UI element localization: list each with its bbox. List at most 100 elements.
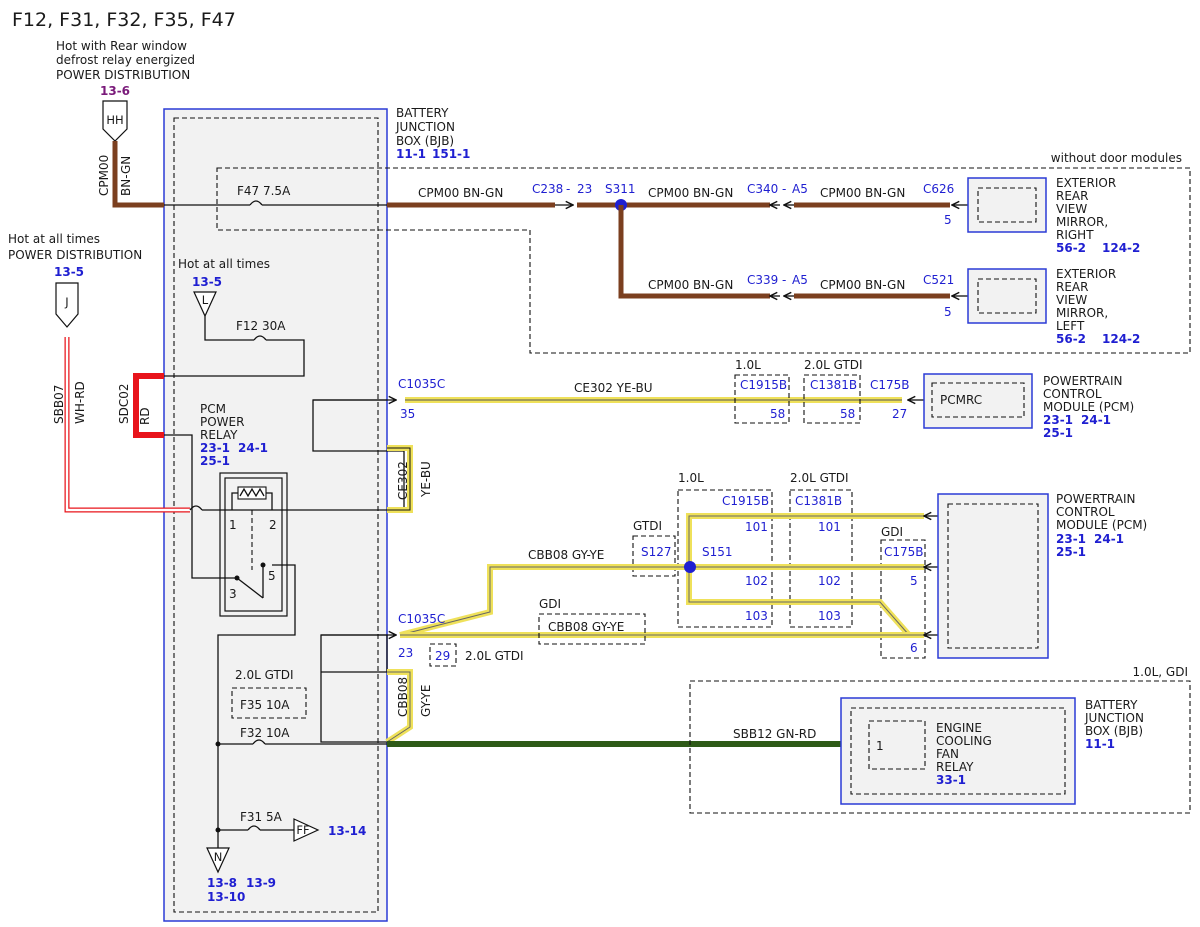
pcm1-ref1[interactable]: 23-1 xyxy=(1043,413,1073,427)
bjb-ref-1[interactable]: 11-1 xyxy=(396,147,426,161)
f12-fuse-icon xyxy=(253,335,267,341)
l-ref[interactable]: 13-5 xyxy=(192,275,222,289)
pcm2-ref1[interactable]: 23-1 xyxy=(1056,532,1086,546)
relay-output-bus xyxy=(217,564,296,857)
wire-cpm00-branch2-label: CPM00 BN-GN xyxy=(820,278,905,292)
wire-cpm00-branch xyxy=(618,205,770,299)
relay-feed-wire xyxy=(164,434,237,579)
region-door-label: without door modules xyxy=(1051,151,1182,165)
hh-ref[interactable]: 13-6 xyxy=(100,84,130,98)
mirror-left-box xyxy=(967,268,1047,324)
ff-ref[interactable]: 13-14 xyxy=(328,824,366,838)
wire-sbb07-inner xyxy=(65,337,190,512)
wire-cpm00-seg2-label: CPM00 BN-GN xyxy=(648,186,733,200)
fan-ref[interactable]: 33-1 xyxy=(936,773,966,787)
pcm1-ref3[interactable]: 25-1 xyxy=(1043,426,1073,440)
c340-dash: - xyxy=(782,182,786,196)
c626-label[interactable]: C626 xyxy=(923,182,954,196)
fan-relay-pin: 1 xyxy=(876,739,884,753)
variant-1-0l-top: 1.0L xyxy=(735,358,761,372)
pcm2-inner xyxy=(947,503,1039,649)
mirror-right-ref1[interactable]: 56-2 xyxy=(1056,241,1086,255)
c1035c-pin-29-box xyxy=(429,643,457,667)
c1381b-pin-101: 101 xyxy=(818,520,841,534)
wire-cbb08-short: CBB08 xyxy=(396,677,410,717)
relay-ref3[interactable]: 25-1 xyxy=(200,454,230,468)
s311-label[interactable]: S311 xyxy=(605,182,636,196)
c175b-label[interactable]: C175B xyxy=(884,545,924,559)
c340-label[interactable]: C340 xyxy=(747,182,778,196)
c339-label[interactable]: C339 xyxy=(747,273,778,287)
c1381b-label[interactable]: C1381B xyxy=(795,494,842,508)
hh-letter: HH xyxy=(106,113,123,127)
variant-2-0l-top: 2.0L GTDI xyxy=(804,358,863,372)
pcm1-l2: CONTROL xyxy=(1043,387,1102,401)
mirror-right-l1: EXTERIOR xyxy=(1056,176,1116,190)
f31-fuse-icon xyxy=(247,825,261,831)
c1035c-label-lower[interactable]: C1035C xyxy=(398,612,445,626)
j-connector-icon xyxy=(55,282,79,328)
c1381b-pin-102: 102 xyxy=(818,574,841,588)
mirror-left-l1: EXTERIOR xyxy=(1056,267,1116,281)
relay-outer xyxy=(219,472,288,617)
c238-label[interactable]: C238 xyxy=(532,182,563,196)
mirror-right-ref2[interactable]: 124-2 xyxy=(1102,241,1140,255)
c1915b-pin-58: 58 xyxy=(770,407,785,421)
relay-l3: RELAY xyxy=(200,428,238,442)
s151-label[interactable]: S151 xyxy=(702,545,733,559)
variant-1-0l: 1.0L xyxy=(678,471,704,485)
region-without-door-modules xyxy=(216,167,1191,354)
c175b-pin-5: 5 xyxy=(910,574,918,588)
c521-label[interactable]: C521 xyxy=(923,273,954,287)
wire-sdc02-label: SDC02 xyxy=(117,383,131,424)
s127-label[interactable]: S127 xyxy=(641,545,672,559)
c238-dash: - xyxy=(566,182,570,196)
c1915b-pin-103: 103 xyxy=(745,609,768,623)
wire-ce302-short: CE302 xyxy=(396,461,410,500)
j-ref[interactable]: 13-5 xyxy=(54,265,84,279)
bjb2-l3: BOX (BJB) xyxy=(1085,724,1143,738)
n-ref1[interactable]: 13-8 xyxy=(207,876,237,890)
c340-pin: A5 xyxy=(792,182,808,196)
wire-sdc02 xyxy=(133,373,164,438)
region-1-0l-gdi xyxy=(689,680,1191,814)
wire-cpm00-color: BN-GN xyxy=(119,156,133,196)
fuse-f31: F31 5A xyxy=(240,810,283,824)
bjb-ref-2[interactable]: 151-1 xyxy=(432,147,470,161)
fan-l2: COOLING xyxy=(936,734,992,748)
bjb2-ref[interactable]: 11-1 xyxy=(1085,737,1115,751)
mirror-right-box xyxy=(967,177,1047,233)
ff-connector-icon xyxy=(293,818,320,842)
c1035c-label-top[interactable]: C1035C xyxy=(398,377,445,391)
c1915b-label-top[interactable]: C1915B xyxy=(740,378,787,392)
c1381b-label-top[interactable]: C1381B xyxy=(810,378,857,392)
pcm1-ref2[interactable]: 24-1 xyxy=(1081,413,1111,427)
wire-sbb07-color: WH-RD xyxy=(73,381,87,424)
mirror-left-ref2[interactable]: 124-2 xyxy=(1102,332,1140,346)
relay-ref2[interactable]: 24-1 xyxy=(238,441,268,455)
f47-fuse-icon xyxy=(249,200,263,206)
hh-connector-icon xyxy=(102,100,128,142)
c175b-label-top[interactable]: C175B xyxy=(870,378,910,392)
c175b-pin-6: 6 xyxy=(910,641,918,655)
mirror-left-l2: REAR xyxy=(1056,280,1088,294)
pcm2-ref3[interactable]: 25-1 xyxy=(1056,545,1086,559)
relay-pin5: 5 xyxy=(268,569,276,583)
c1035c-pin-35: 35 xyxy=(400,407,415,421)
s127-box xyxy=(632,535,676,577)
mirror-left-ref1[interactable]: 56-2 xyxy=(1056,332,1086,346)
relay-pin3: 3 xyxy=(229,587,237,601)
f35-note: 2.0L GTDI xyxy=(235,668,294,682)
bjb-box xyxy=(163,108,388,922)
relay-l1: PCM xyxy=(200,402,226,416)
relay-ref1[interactable]: 23-1 xyxy=(200,441,230,455)
pcm2-ref2[interactable]: 24-1 xyxy=(1094,532,1124,546)
relay-pin1: 1 xyxy=(229,518,237,532)
n-ref3[interactable]: 13-10 xyxy=(207,890,245,904)
wire-cbb08-color-v: GY-YE xyxy=(419,685,433,717)
c1035c-pin-23: 23 xyxy=(398,646,413,660)
n-ref2[interactable]: 13-9 xyxy=(246,876,276,890)
variant-gdi-c175b: GDI xyxy=(881,525,903,539)
c1915b-label[interactable]: C1915B xyxy=(722,494,769,508)
